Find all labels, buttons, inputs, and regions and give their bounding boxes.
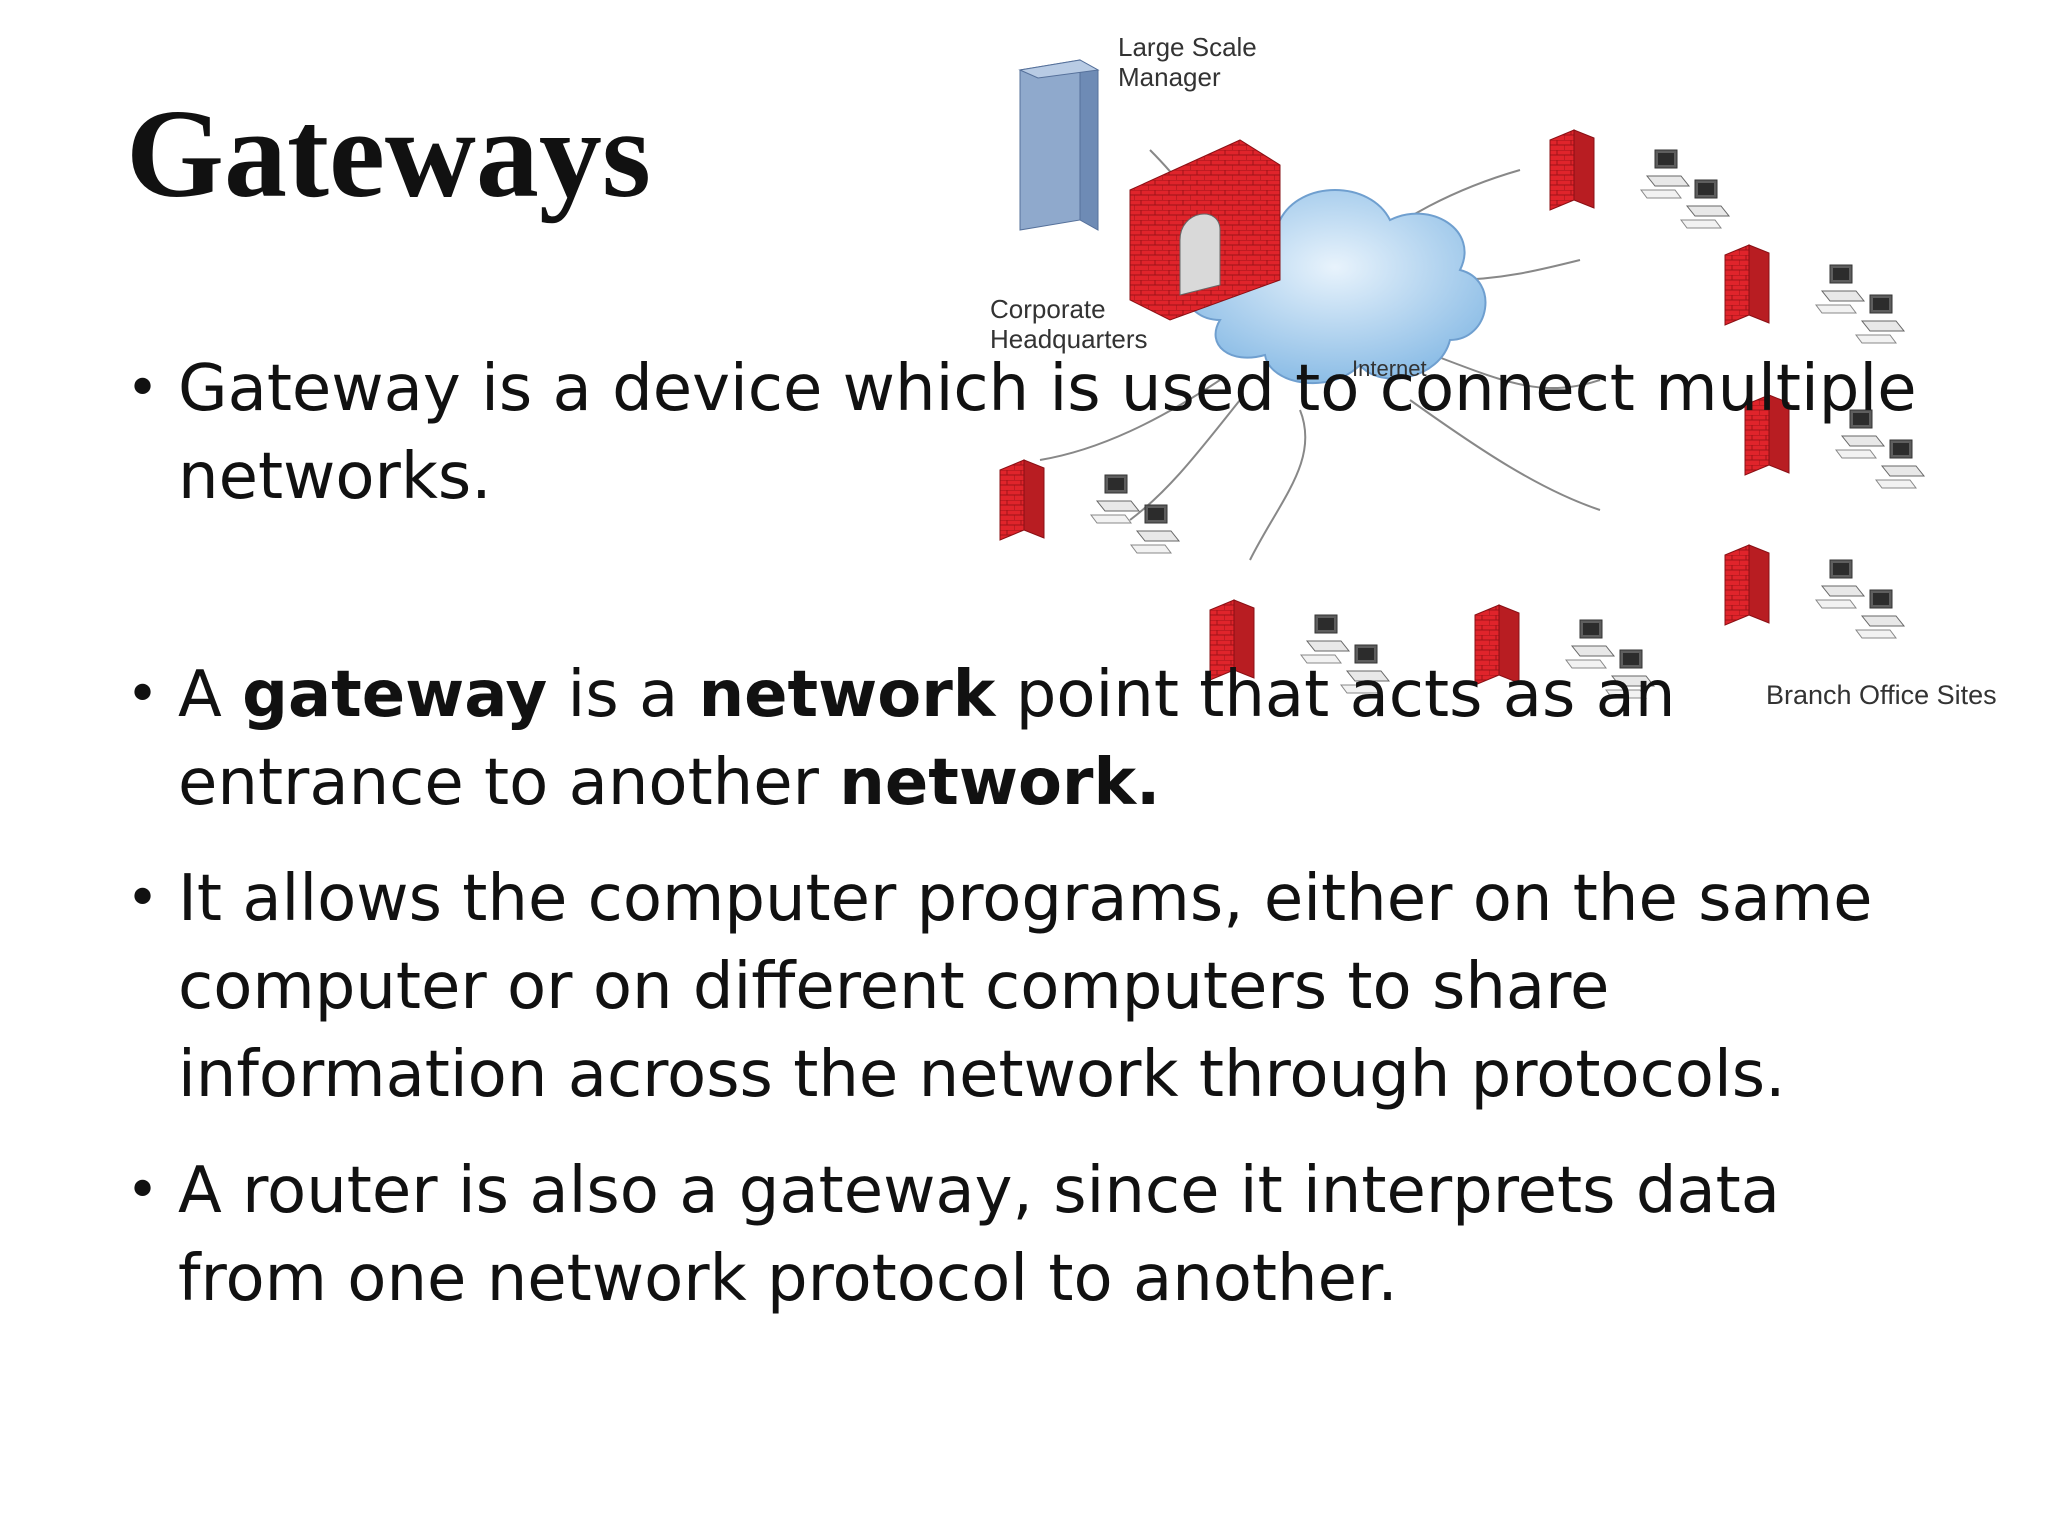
computer-icon xyxy=(1855,294,1905,344)
slide-title: Gateways xyxy=(126,85,651,224)
branch-site-1 xyxy=(1549,129,1730,229)
bullet-list: • Gateway is a device which is used to c… xyxy=(126,345,1926,1323)
bullet-dot-icon: • xyxy=(126,1158,160,1223)
bullet-text-part: It allows the computer programs, either … xyxy=(178,862,1873,1112)
computer-icon xyxy=(1815,264,1865,314)
computer-icon xyxy=(1640,149,1690,199)
bullet-dot-icon: • xyxy=(126,662,160,727)
bullet-text: Gateway is a device which is used to con… xyxy=(178,352,1917,514)
manager-label-line1: Large Scale xyxy=(1118,32,1257,62)
firewall-icon xyxy=(1724,244,1770,326)
bullet-bold-term: gateway xyxy=(242,658,548,732)
internet-label: Internet xyxy=(1352,356,1427,381)
bullet-bold-term: network. xyxy=(839,746,1161,820)
bullet-text-part: Gateway is a device which is used to con… xyxy=(178,352,1917,514)
bullet-text: A router is also a gateway, since it int… xyxy=(178,1154,1780,1316)
bullet-text-part: point that acts as an entrance to anothe… xyxy=(178,658,1676,820)
hq-firewall-icon xyxy=(1129,139,1281,321)
bullet-dot-icon: • xyxy=(126,866,160,931)
manager-label-line2: Manager xyxy=(1118,62,1221,92)
bullet-item: • Gateway is a device which is used to c… xyxy=(126,345,1926,521)
branch-site-2 xyxy=(1724,244,1905,344)
firewall-icon xyxy=(1549,129,1595,211)
hq-label-line1: Corporate xyxy=(990,294,1106,324)
bullet-dot-icon: • xyxy=(126,356,160,421)
hq-label-line2: Headquarters xyxy=(990,324,1148,354)
server-icon xyxy=(1018,59,1100,231)
bullet-item: • A router is also a gateway, since it i… xyxy=(126,1147,1926,1323)
bullet-text: It allows the computer programs, either … xyxy=(178,862,1872,1112)
bullet-text-part: A xyxy=(178,658,243,732)
bullet-text-part: is a xyxy=(547,658,699,732)
bullet-item: • It allows the computer programs, eithe… xyxy=(126,855,1926,1119)
branch-offices-label: Branch Office Sites xyxy=(1766,680,1997,710)
bullet-item: • A gateway is a network point that acts… xyxy=(126,651,1926,827)
bullet-text-part: A router is also a gateway, since it int… xyxy=(178,1154,1780,1316)
network-gateway-diagram: Internet Large Scale Manager Corporate H… xyxy=(990,32,1997,710)
computer-icon xyxy=(1680,179,1730,229)
bullet-text: A gateway is a network point that acts a… xyxy=(178,658,1675,820)
bullet-bold-term: network xyxy=(698,658,996,732)
